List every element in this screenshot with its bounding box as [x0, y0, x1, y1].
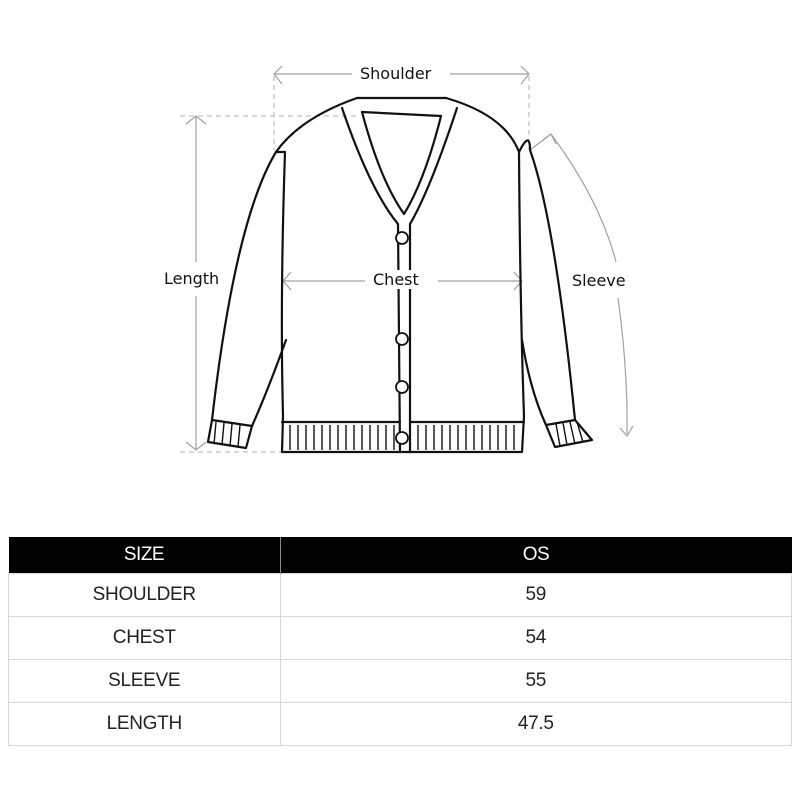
row-value: 47.5	[279, 702, 792, 746]
table-row: SHOULDER 59	[8, 573, 792, 617]
ribbing	[213, 421, 584, 450]
size-chart-table: SIZE OS SHOULDER 59 CHEST 54 SLEEVE 55 L…	[8, 537, 792, 746]
cardigan-outline	[206, 96, 594, 454]
sleeve-label: Sleeve	[568, 271, 630, 290]
shoulder-label: Shoulder	[356, 64, 436, 83]
header-os: OS	[280, 537, 792, 574]
table-row: LENGTH 47.5	[8, 702, 792, 746]
header-size: SIZE	[8, 537, 281, 574]
table-header-row: SIZE OS	[8, 537, 792, 574]
guide-lines	[180, 76, 530, 453]
buttons	[395, 231, 409, 445]
row-label: SHOULDER	[8, 573, 281, 617]
row-value: 55	[279, 659, 792, 703]
garment-diagram: Shoulder Length Chest Sleeve	[160, 64, 634, 454]
cardigan-illustration	[180, 65, 634, 454]
length-label: Length	[160, 269, 224, 288]
row-value: 54	[279, 616, 792, 660]
row-label: SLEEVE	[8, 659, 281, 703]
chest-label: Chest	[369, 270, 423, 289]
row-value: 59	[279, 573, 792, 617]
row-label: LENGTH	[8, 702, 281, 746]
row-label: CHEST	[8, 616, 281, 660]
table-row: SLEEVE 55	[8, 659, 792, 703]
table-row: CHEST 54	[8, 616, 792, 660]
